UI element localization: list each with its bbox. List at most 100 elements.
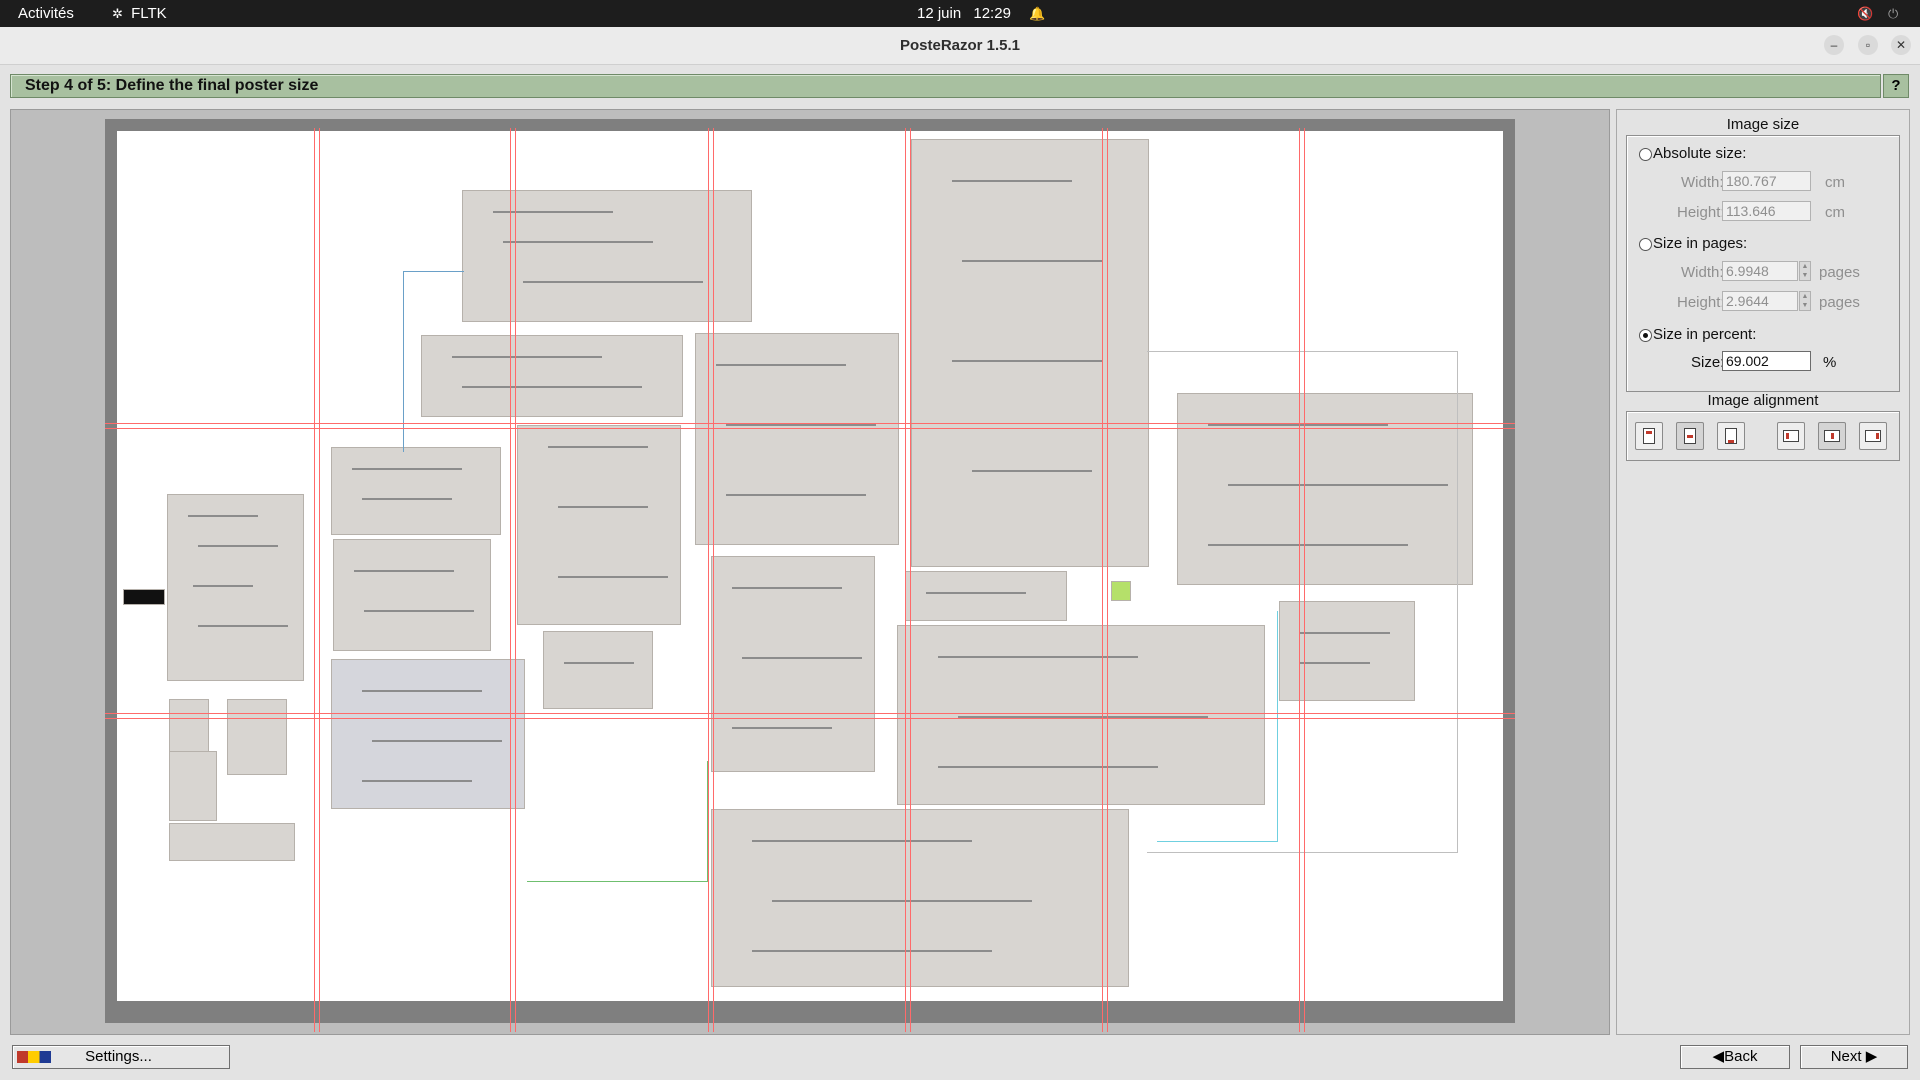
absolute-height-field[interactable] xyxy=(1722,201,1811,221)
page-boundary-line xyxy=(105,423,1515,429)
percent-size-label: Size: xyxy=(1691,354,1725,371)
pages-height-unit: pages xyxy=(1819,294,1860,311)
image-block xyxy=(911,139,1149,567)
page-boundary-line xyxy=(1299,128,1305,1032)
align-top-button[interactable] xyxy=(1635,422,1663,450)
poster-preview xyxy=(10,109,1610,1035)
app-menu-icon: ✲ xyxy=(112,6,123,21)
step-title: Step 4 of 5: Define the final poster siz… xyxy=(25,77,319,94)
size-in-pages-radio[interactable] xyxy=(1639,238,1652,251)
image-block xyxy=(711,809,1129,987)
next-button[interactable]: Next ▶ xyxy=(1800,1045,1908,1069)
connector-line xyxy=(1157,611,1278,842)
pages-width-label: Width: xyxy=(1681,264,1724,281)
absolute-width-field[interactable] xyxy=(1722,171,1811,191)
absolute-height-label: Height: xyxy=(1677,204,1725,221)
help-button[interactable]: ? xyxy=(1883,74,1909,98)
clock-time: 12:29 xyxy=(973,5,1011,22)
image-size-group: Absolute size: Width: cm Height: cm Size… xyxy=(1626,135,1900,392)
align-horizontal-center-button[interactable] xyxy=(1818,422,1846,450)
connector-line xyxy=(1147,351,1458,853)
notification-bell-icon: 🔔 xyxy=(1029,6,1046,21)
image-alignment-group xyxy=(1626,411,1900,461)
image-alignment-heading: Image alignment xyxy=(1707,392,1819,409)
window-title: PosteRazor 1.5.1 xyxy=(899,37,1021,54)
pages-width-spinner[interactable]: ▲▼ xyxy=(1799,261,1811,281)
connector-line xyxy=(403,271,464,452)
align-vertical-center-button[interactable] xyxy=(1676,422,1704,450)
absolute-width-unit: cm xyxy=(1825,174,1845,191)
volume-muted-icon[interactable]: 🔇 xyxy=(1857,6,1874,21)
pages-height-field[interactable] xyxy=(1722,291,1798,311)
image-block xyxy=(1279,601,1415,701)
image-block xyxy=(897,625,1265,805)
page-boundary-line xyxy=(510,128,516,1032)
clock[interactable]: 12 juin 12:29 🔔 xyxy=(917,0,1045,27)
restore-icon: ▫ xyxy=(1865,38,1871,52)
image-block xyxy=(1111,581,1131,601)
app-menu-label: FLTK xyxy=(131,5,167,22)
image-block xyxy=(169,699,209,756)
power-icon[interactable]: ⏻ xyxy=(1888,6,1899,21)
image-block xyxy=(695,333,899,545)
image-block xyxy=(169,751,217,821)
size-in-percent-radio[interactable] xyxy=(1639,329,1652,342)
minimize-icon: – xyxy=(1830,38,1838,52)
page-boundary-line xyxy=(314,128,320,1032)
settings-button[interactable]: Settings... xyxy=(12,1045,230,1069)
absolute-height-unit: cm xyxy=(1825,204,1845,221)
align-bottom-button[interactable] xyxy=(1717,422,1745,450)
system-top-bar: Activités ✲ FLTK 12 juin 12:29 🔔 🔇 ⏻ xyxy=(0,0,1920,27)
activities-button[interactable]: Activités xyxy=(18,5,74,22)
page-boundary-line xyxy=(105,713,1515,719)
app-menu[interactable]: ✲ FLTK xyxy=(112,0,167,27)
image-block xyxy=(905,571,1067,621)
image-block xyxy=(421,335,683,417)
image-block xyxy=(227,699,287,775)
image-block xyxy=(517,425,681,625)
close-button[interactable]: ✕ xyxy=(1891,35,1911,55)
image-block xyxy=(167,494,304,681)
size-in-percent-label: Size in percent: xyxy=(1653,326,1757,343)
next-arrow-icon: ▶ xyxy=(1865,1048,1878,1065)
align-right-button[interactable] xyxy=(1859,422,1887,450)
back-arrow-icon: ◀ xyxy=(1712,1048,1725,1065)
clock-date: 12 juin xyxy=(917,5,962,22)
language-flags-icon xyxy=(17,1051,51,1064)
image-block xyxy=(333,539,491,651)
image-block xyxy=(331,659,525,809)
page-boundary-line xyxy=(905,128,911,1032)
image-block xyxy=(123,589,165,605)
window-title-bar: PosteRazor 1.5.1 – ▫ ✕ xyxy=(0,27,1920,65)
maximize-button[interactable]: ▫ xyxy=(1858,35,1878,55)
back-button[interactable]: ◀Back xyxy=(1680,1045,1790,1069)
image-block xyxy=(1177,393,1473,585)
absolute-size-radio[interactable] xyxy=(1639,148,1652,161)
back-label: Back xyxy=(1724,1048,1758,1065)
next-label: Next xyxy=(1830,1048,1862,1065)
image-size-heading: Image size xyxy=(1726,116,1800,133)
percent-size-field[interactable] xyxy=(1722,351,1811,371)
align-left-button[interactable] xyxy=(1777,422,1805,450)
pages-width-field[interactable] xyxy=(1722,261,1798,281)
page-boundary-line xyxy=(708,128,714,1032)
minimize-button[interactable]: – xyxy=(1824,35,1844,55)
image-block xyxy=(169,823,295,861)
pages-width-unit: pages xyxy=(1819,264,1860,281)
absolute-width-label: Width: xyxy=(1681,174,1724,191)
pages-height-spinner[interactable]: ▲▼ xyxy=(1799,291,1811,311)
poster-area xyxy=(105,119,1515,1032)
pages-height-label: Height: xyxy=(1677,294,1725,311)
poster-image xyxy=(117,131,1503,1001)
connector-line xyxy=(527,761,708,882)
settings-label: Settings... xyxy=(85,1048,152,1065)
percent-size-unit: % xyxy=(1823,354,1837,371)
absolute-size-label: Absolute size: xyxy=(1653,145,1747,162)
settings-panel: Image size Absolute size: Width: cm Heig… xyxy=(1616,109,1910,1035)
step-header: Step 4 of 5: Define the final poster siz… xyxy=(10,74,1881,98)
image-block xyxy=(331,447,501,535)
close-icon: ✕ xyxy=(1895,38,1907,52)
image-block xyxy=(543,631,653,709)
page-boundary-line xyxy=(1102,128,1108,1032)
image-block xyxy=(711,556,875,772)
